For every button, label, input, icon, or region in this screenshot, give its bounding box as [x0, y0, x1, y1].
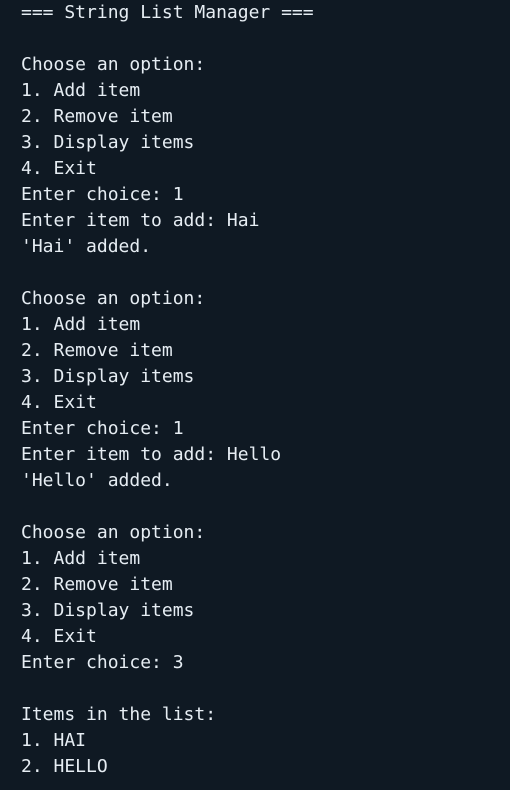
choice-input-line: Enter choice: 1 — [21, 184, 184, 205]
menu-option-display: 3. Display items — [21, 132, 195, 153]
menu-option-add: 1. Add item — [21, 314, 141, 335]
choice-input-line: Enter choice: 1 — [21, 418, 184, 439]
terminal-line-header: === String List Manager === — [21, 2, 314, 23]
menu-option-remove: 2. Remove item — [21, 340, 173, 361]
list-item: 1. HAI — [21, 730, 87, 751]
menu-option-exit: 4. Exit — [21, 392, 97, 413]
item-input-line: Enter item to add: Hello — [21, 444, 282, 465]
menu-option-exit: 4. Exit — [21, 626, 97, 647]
added-message: 'Hai' added. — [21, 236, 152, 257]
menu-prompt: Choose an option: — [21, 54, 206, 75]
menu-option-remove: 2. Remove item — [21, 574, 173, 595]
added-message: 'Hello' added. — [21, 470, 173, 491]
menu-prompt: Choose an option: — [21, 522, 206, 543]
terminal-line-blank — [21, 494, 510, 520]
terminal-line-blank — [21, 676, 510, 702]
menu-option-remove: 2. Remove item — [21, 106, 173, 127]
menu-option-display: 3. Display items — [21, 366, 195, 387]
terminal-line-blank — [21, 26, 510, 52]
menu-option-add: 1. Add item — [21, 80, 141, 101]
menu-option-display: 3. Display items — [21, 600, 195, 621]
menu-prompt: Choose an option: — [21, 288, 206, 309]
list-heading: Items in the list: — [21, 704, 217, 725]
list-item: 2. HELLO — [21, 756, 108, 777]
menu-option-add: 1. Add item — [21, 548, 141, 569]
terminal-line-blank — [21, 260, 510, 286]
menu-option-exit: 4. Exit — [21, 158, 97, 179]
item-input-line: Enter item to add: Hai — [21, 210, 260, 231]
choice-input-line: Enter choice: 3 — [21, 652, 184, 673]
